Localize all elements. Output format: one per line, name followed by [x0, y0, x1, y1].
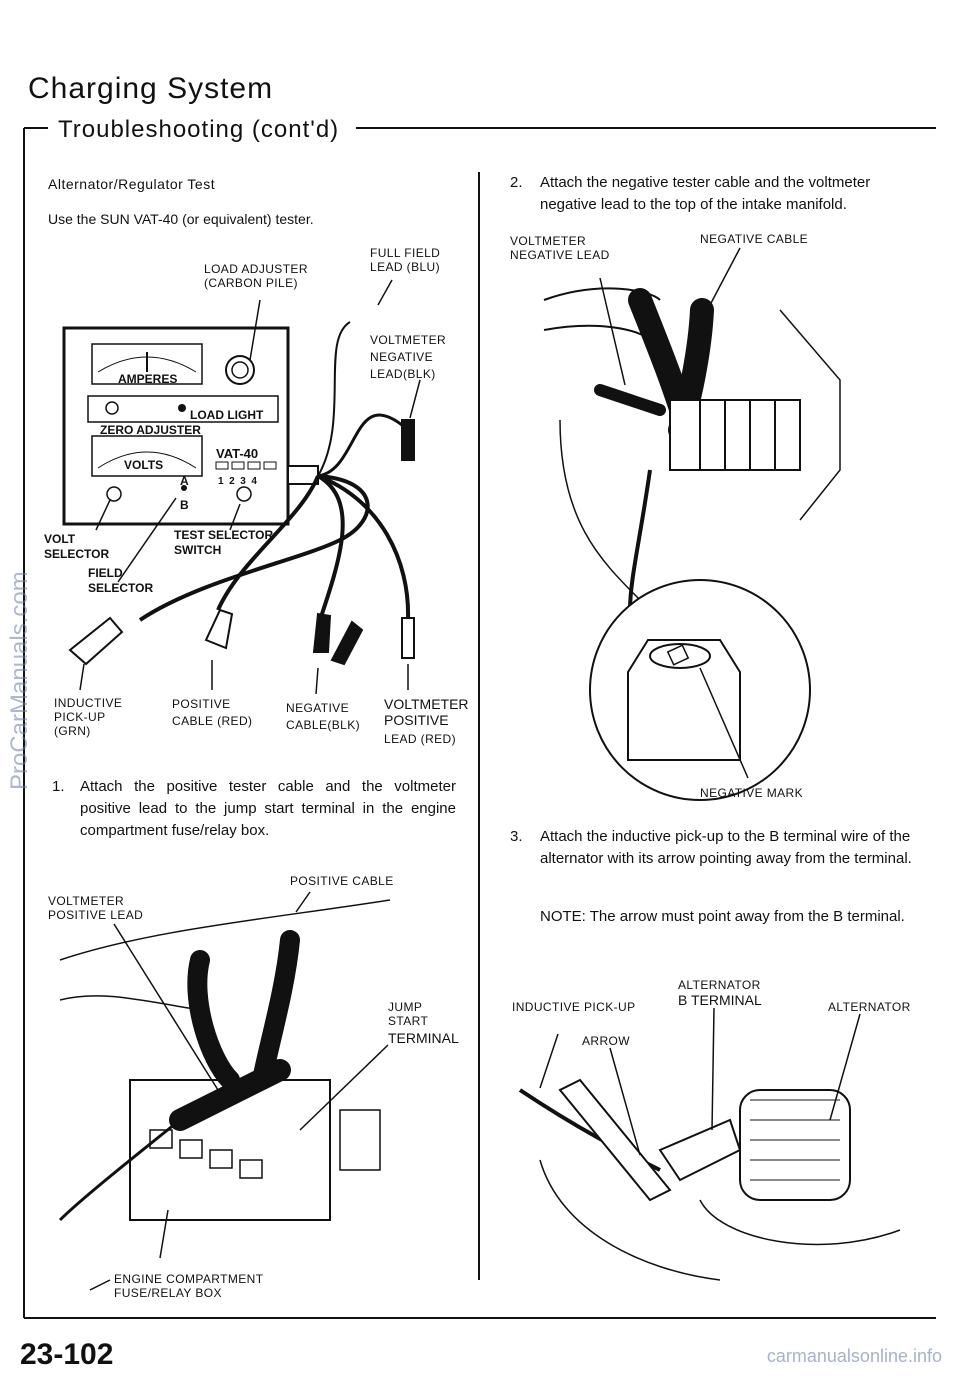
label-negative-mark: NEGATIVE MARK	[700, 786, 803, 800]
label-switch-numbers: 1 2 3 4	[218, 476, 257, 487]
label-negative-cable: NEGATIVE CABLE(BLK)	[286, 701, 361, 732]
label-voltmeter-negative-lead-fig3: VOLTMETER NEGATIVE LEAD	[510, 234, 610, 262]
label-inductive-pickup: INDUCTIVE PICK-UP (GRN)	[54, 696, 123, 738]
label-field-selector: FIELD SELECTOR	[88, 566, 154, 595]
label-full-field-lead: FULL FIELD LEAD (BLU)	[370, 246, 441, 274]
label-arrow: ARROW	[582, 1034, 630, 1048]
label-negative-cable-fig3: NEGATIVE CABLE	[700, 232, 809, 246]
label-inductive-pickup-fig4: INDUCTIVE PICK-UP	[512, 1000, 636, 1014]
label-test-selector-switch: TEST SELECTOR SWITCH	[174, 528, 274, 557]
vat40-tester-figure	[62, 279, 421, 695]
label-fuse-relay-box: ENGINE COMPARTMENT FUSE/RELAY BOX	[114, 1272, 264, 1300]
intro-text: Use the SUN VAT-40 (or equivalent) teste…	[48, 211, 314, 227]
page-number: 23-102	[20, 1338, 114, 1371]
label-terminal: TERMINAL	[388, 1030, 459, 1046]
jump-start-figure	[58, 891, 391, 1291]
label-volts: VOLTS	[124, 458, 164, 472]
label-b: B	[180, 498, 189, 512]
label-load-adjuster: LOAD ADJUSTER (CARBON PILE)	[204, 262, 308, 290]
label-load-light: LOAD LIGHT	[190, 408, 264, 422]
label-amperes: AMPERES	[118, 372, 178, 386]
step-2-text: Attach the negative tester cable and the…	[540, 174, 871, 213]
alternator-figure	[518, 1007, 901, 1281]
label-positive-cable: POSITIVE CABLE (RED)	[172, 697, 253, 728]
label-zero-adjuster: ZERO ADJUSTER	[100, 423, 201, 437]
note-text: NOTE: The arrow must point away from the…	[540, 908, 905, 925]
step-1-number: 1.	[52, 778, 65, 795]
label-a: A	[180, 474, 189, 488]
label-volt-selector: VOLT SELECTOR	[44, 532, 110, 561]
label-alternator-b: ALTERNATOR	[678, 978, 761, 992]
label-jump-start: JUMP START	[388, 1000, 429, 1028]
watermark-side: ProCarManuals.com	[6, 571, 33, 790]
step-2-number: 2.	[510, 174, 523, 191]
label-positive-cable-fig2: POSITIVE CABLE	[290, 874, 394, 888]
page-subtitle: Troubleshooting (cont'd)	[58, 116, 340, 143]
section-title: Alternator/Regulator Test	[48, 176, 216, 192]
step-3-text: Attach the inductive pick-up to the B te…	[540, 828, 912, 867]
label-voltmeter-negative-lead: VOLTMETER NEGATIVE LEAD(BLK)	[370, 333, 447, 381]
step-1-text: Attach the positive tester cable and the…	[80, 778, 456, 839]
label-voltmeter-positive-lead-red: LEAD (RED)	[384, 732, 457, 746]
label-voltmeter-positive: VOLTMETER POSITIVE	[384, 696, 469, 728]
label-b-terminal: B TERMINAL	[678, 992, 762, 1008]
intake-manifold-figure	[543, 247, 841, 801]
step-3-number: 3.	[510, 828, 523, 845]
watermark-bottom: carmanualsonline.info	[766, 1346, 942, 1366]
page-title: Charging System	[28, 72, 274, 105]
label-vat40: VAT-40	[216, 446, 259, 461]
label-voltmeter-positive-lead-fig2: VOLTMETER POSITIVE LEAD	[48, 894, 144, 922]
label-alternator: ALTERNATOR	[828, 1000, 911, 1014]
